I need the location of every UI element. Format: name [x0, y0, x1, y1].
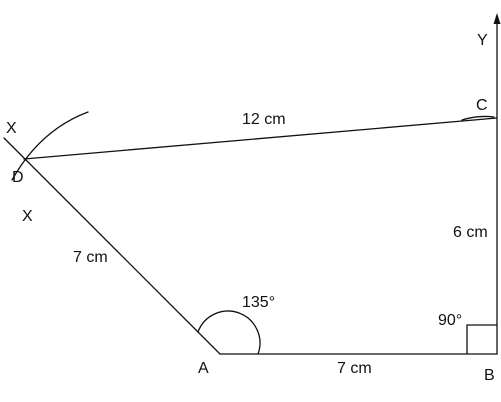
ray-ax — [3, 137, 221, 355]
construction-arc-d — [11, 111, 89, 181]
label-point-a: A — [198, 360, 209, 377]
label-point-c: C — [476, 97, 488, 114]
length-label-cd: 12 cm — [242, 111, 286, 128]
angle-arc-a — [197, 310, 261, 355]
length-label-ad: 7 cm — [73, 249, 108, 266]
label-point-b: B — [484, 367, 495, 384]
construction-arc-c — [461, 115, 495, 121]
label-point-x-top: X — [6, 120, 17, 137]
ray-by-arrowhead — [493, 13, 501, 24]
right-angle-marker-b — [466, 324, 498, 355]
label-point-y: Y — [477, 32, 488, 49]
segment-dc — [23, 117, 498, 160]
label-point-d: D — [12, 169, 24, 186]
length-label-bc: 6 cm — [453, 224, 488, 241]
length-label-ab: 7 cm — [337, 360, 372, 377]
label-point-x-lower: X — [22, 208, 33, 225]
angle-label-b: 90° — [438, 312, 462, 329]
angle-label-a: 135° — [242, 294, 275, 311]
